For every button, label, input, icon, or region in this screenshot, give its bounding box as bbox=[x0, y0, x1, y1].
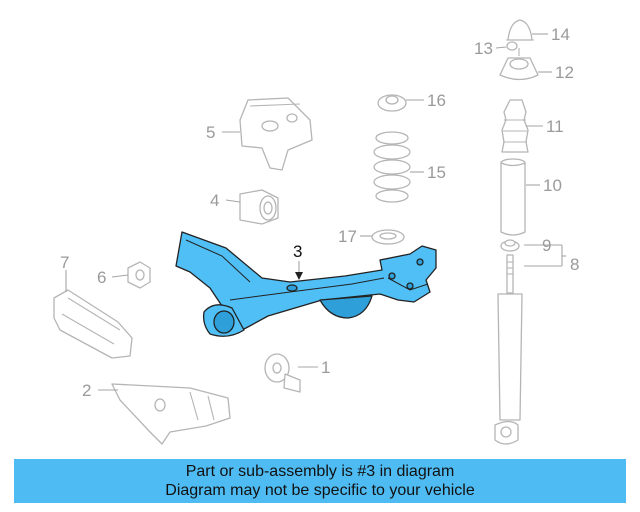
callout-labels: 1 2 3 4 5 6 7 8 9 10 11 12 13 14 15 16 1… bbox=[60, 25, 579, 400]
callout-2: 2 bbox=[82, 381, 91, 400]
callout-1: 1 bbox=[321, 358, 330, 377]
part-5-bracket[interactable] bbox=[239, 97, 313, 171]
callout-8: 8 bbox=[570, 255, 579, 274]
part-6-small-bushing[interactable] bbox=[127, 261, 151, 289]
info-banner: Part or sub-assembly is #3 in diagram Di… bbox=[14, 459, 626, 503]
callout-11: 11 bbox=[546, 117, 564, 136]
part-7-shield[interactable] bbox=[53, 289, 133, 359]
callout-17: 17 bbox=[338, 227, 357, 246]
part-2-splash-guard[interactable] bbox=[111, 383, 231, 445]
part-15-coil-spring[interactable] bbox=[373, 131, 411, 203]
callout-14: 14 bbox=[551, 25, 570, 44]
part-1-hub-spindle[interactable] bbox=[264, 353, 301, 393]
part-17-spring-pad[interactable] bbox=[371, 229, 405, 245]
part-11-bump-stop[interactable] bbox=[501, 99, 529, 153]
part-13-nut[interactable] bbox=[506, 41, 518, 51]
callout-16: 16 bbox=[427, 91, 446, 110]
callout-13: 13 bbox=[474, 39, 493, 58]
part-9-bushing[interactable] bbox=[500, 239, 520, 252]
part-16-spring-seat[interactable] bbox=[377, 94, 407, 112]
callout-15: 15 bbox=[427, 163, 446, 182]
part-10-dust-boot[interactable] bbox=[500, 158, 526, 236]
part-4-bushing[interactable] bbox=[239, 189, 279, 225]
part-3-axle-beam[interactable] bbox=[175, 231, 437, 337]
banner-line-1: Part or sub-assembly is #3 in diagram bbox=[185, 463, 455, 480]
part-8-shock-absorber[interactable] bbox=[494, 254, 523, 445]
callout-5: 5 bbox=[206, 123, 215, 142]
callout-12: 12 bbox=[555, 63, 574, 82]
callout-3: 3 bbox=[293, 242, 302, 261]
callout-9: 9 bbox=[542, 236, 551, 255]
callout-7: 7 bbox=[60, 253, 69, 272]
part-12-strut-mount[interactable] bbox=[499, 48, 539, 81]
callout-10: 10 bbox=[543, 176, 562, 195]
callout-6: 6 bbox=[97, 268, 106, 287]
leader-lines bbox=[65, 33, 566, 391]
banner-line-2: Diagram may not be specific to your vehi… bbox=[165, 482, 475, 499]
callout-4: 4 bbox=[210, 191, 219, 210]
part-14-cap[interactable] bbox=[506, 19, 534, 41]
